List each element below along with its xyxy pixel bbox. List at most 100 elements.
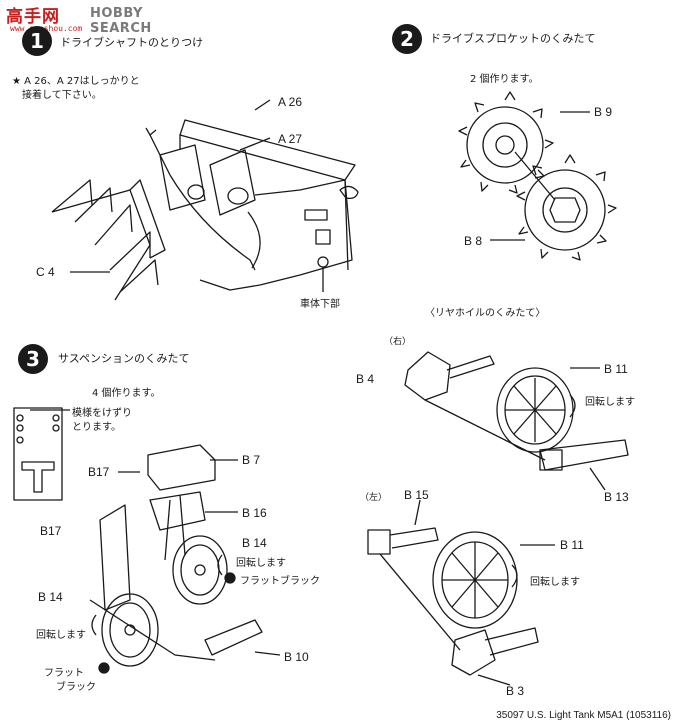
tow-hook [339, 185, 359, 200]
b11-wheel-top [496, 367, 574, 453]
hull-body [199, 179, 353, 291]
b3-hub [451, 629, 496, 676]
label-b13: B 13 [604, 490, 629, 504]
rear-wheel-title: 〈リヤホイルのくみたて〉 [425, 308, 546, 319]
step1-note-line2: 接着して下さい。 [22, 90, 102, 101]
arrow-head-up [145, 127, 157, 136]
left-side-label: （左） [360, 493, 388, 503]
hole [16, 424, 24, 432]
reference-plate [13, 407, 63, 501]
step1-title: ドライブシャフトのとりつけ [60, 36, 204, 49]
step1-number-badge: 1 [22, 26, 52, 56]
b4-bracket [404, 351, 451, 401]
label-b11-bottom: B 11 [560, 538, 584, 552]
b11-spokes [505, 378, 565, 442]
hull-hole [315, 229, 331, 245]
bogie-wheel-right [172, 535, 228, 605]
b17-frame [99, 504, 131, 611]
step3-number-badge: 3 [18, 344, 48, 374]
axis-line-step3 [89, 599, 216, 661]
flat-black-dot-left [98, 662, 110, 674]
step2-title: ドライブスプロケットのくみたて [430, 32, 596, 45]
label-b7: B 7 [242, 453, 261, 467]
step1-drawing [51, 99, 359, 301]
sprocket-b8 [516, 154, 617, 261]
pattern-note-line1: 模様をけずり [72, 408, 132, 419]
step3-title: サスペンションのくみたて [58, 352, 190, 365]
b11-wheel-bottom [432, 531, 518, 629]
watermark-english: HOBBY SEARCH [90, 6, 152, 36]
b7-box [147, 444, 216, 491]
label-b10: B 10 [284, 650, 309, 664]
leader-b10 [254, 651, 281, 656]
label-flat-black-right: フラットブラック [240, 576, 320, 587]
label-rotate-left: 回転します [36, 630, 86, 641]
b15-block [367, 529, 391, 555]
hull-bolt [317, 256, 329, 268]
rotate-arrow-bottom [511, 564, 518, 588]
pattern-note-line2: とります。 [72, 422, 121, 433]
guide-line [169, 174, 256, 271]
bogie-wheel-left-rim [109, 602, 151, 658]
bogie-wheel-right-hub [194, 564, 206, 576]
hole [16, 436, 24, 444]
arrow-up-shaft [149, 134, 171, 176]
axis-line-bottom [379, 553, 461, 651]
label-hull-bottom: 車体下部 [300, 299, 340, 310]
rotate-arrow-top [569, 394, 576, 418]
label-rotate-bottom: 回転します [530, 577, 580, 588]
label-b8: B 8 [464, 234, 483, 248]
plate-bracket [21, 461, 55, 493]
watermark-chinese: 高手网 [6, 7, 60, 27]
b10-arm [204, 619, 263, 656]
label-flat-black-left-2: ブラック [56, 682, 96, 693]
b11-bottom-spokes [442, 542, 508, 618]
a27-panel [209, 149, 256, 216]
label-a27: A 27 [278, 132, 303, 146]
label-b4: B 4 [356, 372, 375, 386]
label-flat-black-left-1: フラット [44, 668, 84, 679]
label-b14-upper: B 14 [242, 536, 267, 550]
label-b14-lower: B 14 [38, 590, 63, 604]
leader-b15 [414, 499, 421, 526]
leader-b3 [477, 674, 511, 686]
c4-teeth [51, 179, 159, 293]
leader-a26 [254, 99, 271, 111]
hole [52, 424, 60, 432]
b3-arm [484, 627, 539, 656]
flat-black-dot-right [224, 572, 236, 584]
label-rotate-top: 回転します [585, 397, 635, 408]
hole [16, 414, 24, 422]
step2-make-count: 2 個作ります。 [470, 74, 539, 85]
bogie-wheel-right-rim [180, 544, 220, 596]
step3-drawing [13, 407, 281, 674]
hull-top-edge [179, 119, 356, 181]
label-c4: C 4 [36, 265, 55, 279]
rotate-arrow-right [217, 554, 223, 576]
footer-model-code: 35097 U.S. Light Tank M5A1 (1053116) [496, 710, 671, 721]
guide-line-2 [247, 211, 261, 269]
b13-block [539, 449, 563, 471]
label-rotate-right: 回転します [236, 558, 286, 569]
a26-panel [159, 144, 206, 211]
c4-side [129, 179, 166, 259]
label-b15: B 15 [404, 488, 429, 502]
b4-arm [446, 355, 495, 379]
label-b16: B 16 [242, 506, 267, 520]
right-side-label: （右） [384, 337, 412, 347]
step2-drawing [458, 91, 617, 261]
step1-note-line1: ★ A 26、A 27はしっかりと [12, 76, 140, 87]
label-b9: B 9 [594, 105, 613, 119]
hull-edges [179, 135, 349, 271]
bogie-wheel-left [101, 593, 159, 667]
label-b11-top: B 11 [604, 362, 628, 376]
bolt-lines [164, 494, 186, 561]
label-b17-lower: B17 [40, 524, 62, 538]
rotate-arrow-left [91, 614, 97, 636]
a27-housing [227, 187, 249, 205]
leader-a27 [239, 137, 271, 151]
hole [52, 414, 60, 422]
label-b3: B 3 [506, 684, 525, 698]
hull-slot [304, 209, 328, 221]
